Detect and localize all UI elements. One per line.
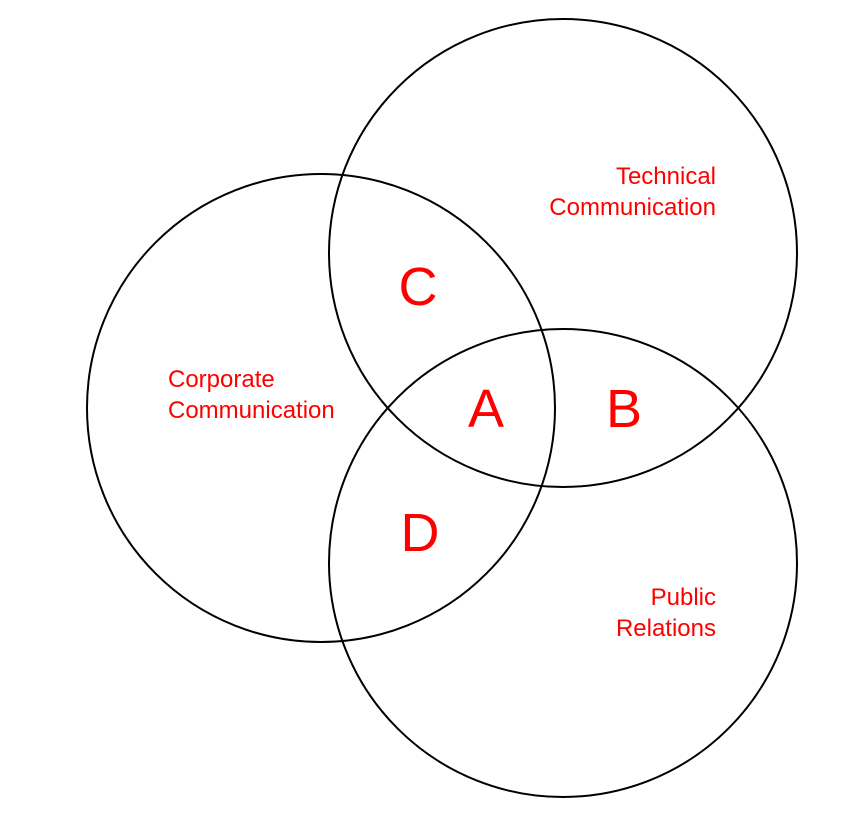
public-relations-circle [328, 328, 798, 798]
corporate-communication-label-line1: Corporate [168, 366, 275, 393]
technical-communication-label-line1: Technical [616, 163, 716, 190]
public-relations-label-line1: Public [651, 584, 716, 611]
region-c-label: C [399, 257, 438, 317]
technical-communication-label-line2: Communication [549, 194, 716, 221]
public-relations-label: Public Relations [616, 584, 716, 642]
public-relations-label-line2: Relations [616, 615, 716, 642]
corporate-communication-circle [86, 173, 556, 643]
technical-communication-label: Technical Communication [549, 163, 716, 221]
region-d-label: D [401, 503, 440, 563]
region-a-label: A [468, 379, 504, 439]
corporate-communication-label-line2: Communication [168, 397, 335, 424]
corporate-communication-label: Corporate Communication [168, 366, 335, 424]
region-b-label: B [606, 379, 642, 439]
technical-communication-circle [328, 18, 798, 488]
